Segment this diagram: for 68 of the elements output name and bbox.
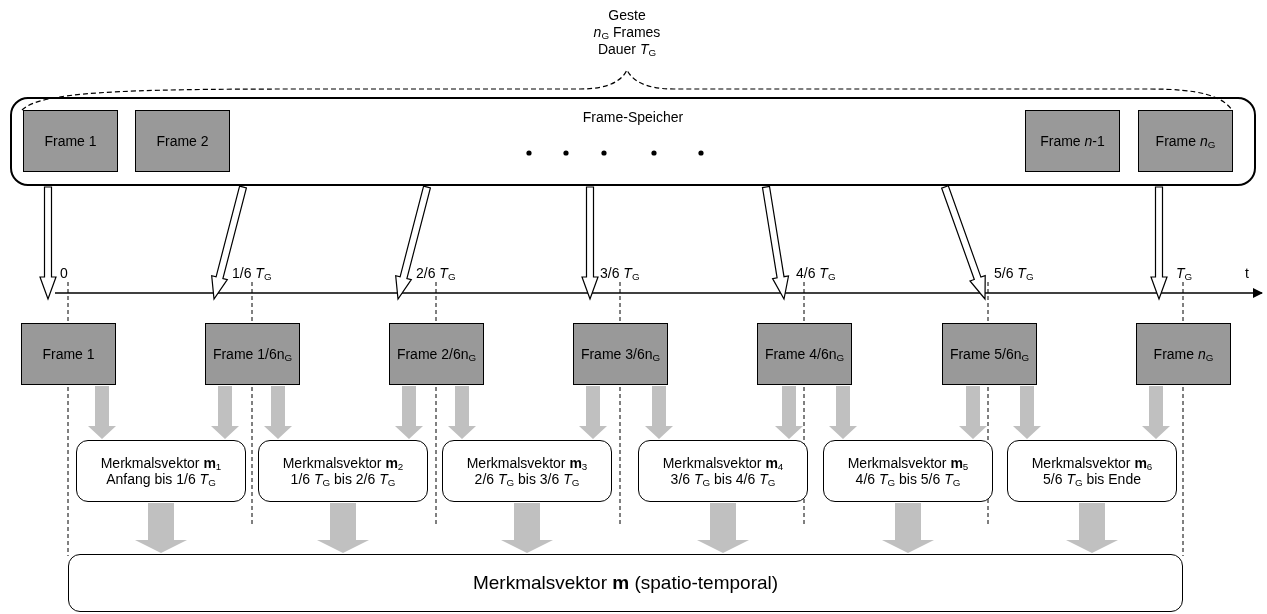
arrow	[829, 386, 857, 439]
axis-label: t	[1245, 266, 1249, 282]
frame-buffer-panel	[10, 97, 1256, 186]
feature-vector-box	[1007, 440, 1177, 502]
vector-title: Merkmalsvektor m$_{5}$	[847, 455, 969, 471]
gesture-label: n$_{G}$ Frames	[593, 25, 661, 41]
feature-vector-box	[76, 440, 246, 502]
arrow	[317, 503, 369, 553]
frame-box: Frame 4/6n$_{G}$	[757, 323, 852, 385]
time-range: Anfang bis 1/6 T$_{G}$	[106, 471, 216, 487]
arrow	[448, 386, 476, 439]
panel-title: Frame-Speicher	[582, 109, 684, 125]
arrow	[579, 386, 607, 439]
arrow	[211, 386, 239, 439]
frame-box: Frame n$_{G}$	[1136, 323, 1231, 385]
tick-label: 1/6 T$_{G}$	[232, 266, 272, 282]
time-range: 2/6 T$_{G}$ bis 3/6 T$_{G}$	[474, 471, 580, 487]
frame-box: Frame n$_{G}$	[1138, 110, 1233, 172]
frame-box: Frame 5/6n$_{G}$	[942, 323, 1037, 385]
frame-box: Frame 1	[21, 323, 116, 385]
arrow	[775, 386, 803, 439]
arrow	[645, 386, 673, 439]
arrow	[264, 386, 292, 439]
tick-label: 5/6 T$_{G}$	[994, 266, 1034, 282]
feature-vector-box	[258, 440, 428, 502]
frame-box: Frame 2	[135, 110, 230, 172]
arrow	[1142, 386, 1170, 439]
feature-vector-box	[442, 440, 612, 502]
time-range: 3/6 T$_{G}$ bis 4/6 T$_{G}$	[670, 471, 776, 487]
tick-label: 2/6 T$_{G}$	[416, 266, 456, 282]
gesture-label: Dauer T$_{G}$	[597, 42, 657, 58]
vector-title: Merkmalsvektor m$_{3}$	[466, 455, 588, 471]
arrow	[39, 186, 57, 301]
frame-box: Frame 1	[23, 110, 118, 172]
gesture-label: Geste	[608, 8, 646, 24]
arrow	[940, 185, 986, 301]
vector-title: Merkmalsvektor m$_{6}$	[1031, 455, 1153, 471]
arrow	[1066, 503, 1118, 553]
arrow	[88, 386, 116, 439]
arrow	[395, 386, 423, 439]
tick-label: T$_{G}$	[1176, 266, 1193, 282]
time-range: 5/6 T$_{G}$ bis Ende	[1043, 471, 1141, 487]
arrow	[697, 503, 749, 553]
vector-title: Merkmalsvektor m$_{1}$	[100, 455, 222, 471]
arrow	[761, 185, 790, 301]
arrow	[1150, 186, 1168, 301]
arrow	[211, 185, 248, 301]
arrow	[501, 503, 553, 553]
tick-label: 3/6 T$_{G}$	[600, 266, 640, 282]
vector-title: Merkmalsvektor m$_{2}$	[282, 455, 404, 471]
feature-vector-box	[638, 440, 808, 502]
time-range: 1/6 T$_{G}$ bis 2/6 T$_{G}$	[290, 471, 396, 487]
frame-box: Frame 3/6n$_{G}$	[573, 323, 668, 385]
arrow	[882, 503, 934, 553]
tick-label: 0	[60, 266, 68, 282]
arrow	[395, 185, 432, 301]
arrow	[1013, 386, 1041, 439]
arrow	[135, 503, 187, 553]
frame-box: Frame 2/6n$_{G}$	[389, 323, 484, 385]
time-range: 4/6 T$_{G}$ bis 5/6 T$_{G}$	[855, 471, 961, 487]
frame-box: Frame n-1	[1025, 110, 1120, 172]
arrow	[959, 386, 987, 439]
feature-vector-box: Merkmalsvektor m (spatio-temporal)	[68, 554, 1183, 612]
vector-title: Merkmalsvektor m$_{4}$	[662, 455, 784, 471]
tick-label: 4/6 T$_{G}$	[796, 266, 836, 282]
frame-box: Frame 1/6n$_{G}$	[205, 323, 300, 385]
feature-vector-box	[823, 440, 993, 502]
arrow	[581, 186, 599, 301]
